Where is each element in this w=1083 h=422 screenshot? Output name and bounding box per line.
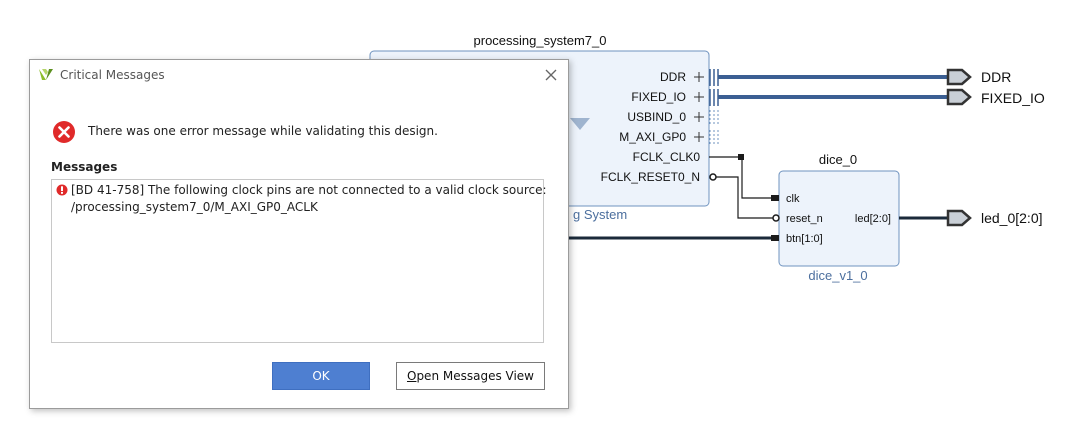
ps-block-title: processing_system7_0 xyxy=(474,33,607,48)
message-line-2: /processing_system7_0/M_AXI_GP0_ACLK xyxy=(71,200,318,214)
port-usbind-label: USBIND_0 xyxy=(627,110,686,124)
ok-button[interactable]: OK xyxy=(272,362,370,390)
bus-plus-markers xyxy=(694,72,704,142)
unconnected-bus-stubs xyxy=(709,110,719,146)
ps-block-subtitle: g System xyxy=(573,207,627,222)
dialog-titlebar[interactable]: Critical Messages xyxy=(30,60,568,90)
dice-reset-n-label: reset_n xyxy=(786,213,823,225)
dice-clk-label: clk xyxy=(786,193,800,205)
fixed-io-port-label: FIXED_IO xyxy=(981,90,1045,106)
btn-pin xyxy=(771,235,779,241)
error-summary-text: There was one error message while valida… xyxy=(88,124,438,138)
open-label-mnemonic: O xyxy=(406,369,417,383)
clk-wire-junction xyxy=(738,154,744,160)
reset-inverter-bubble xyxy=(709,173,717,181)
port-fclk-reset0-n-label: FCLK_RESET0_N xyxy=(601,170,700,184)
message-line-1: [BD 41-758] The following clock pins are… xyxy=(71,183,547,197)
ps-logo-fragment xyxy=(570,118,590,130)
vivado-logo-icon xyxy=(39,69,53,80)
reset-n-pin xyxy=(772,214,780,222)
critical-messages-dialog[interactable]: Critical Messages There was one error me… xyxy=(29,59,569,409)
messages-list[interactable]: [BD 41-758] The following clock pins are… xyxy=(51,179,547,343)
port-fixed-io-label: FIXED_IO xyxy=(631,90,686,104)
dice-block-title: dice_0 xyxy=(819,152,857,167)
clk-pin xyxy=(771,195,779,201)
port-m-axi-gp0-label: M_AXI_GP0 xyxy=(619,130,686,144)
reset-wire[interactable] xyxy=(716,176,774,219)
led-port-label: led_0[2:0] xyxy=(981,210,1043,226)
led-port-icon[interactable] xyxy=(946,209,972,227)
open-label-rest: pen Messages View xyxy=(416,369,534,383)
messages-heading: Messages xyxy=(51,160,118,174)
port-fclk-clk0-label: FCLK_CLK0 xyxy=(633,150,701,164)
error-bang-icon xyxy=(56,184,68,196)
ddr-port-icon[interactable] xyxy=(946,68,972,86)
fixed-io-port-icon[interactable] xyxy=(946,88,972,106)
dice-led-label: led[2:0] xyxy=(855,213,891,225)
bus-connectors xyxy=(709,69,719,106)
dialog-title: Critical Messages xyxy=(60,68,165,82)
clk-wire[interactable] xyxy=(709,156,779,199)
close-icon[interactable] xyxy=(542,66,560,84)
error-icon xyxy=(53,121,75,143)
port-ddr-label: DDR xyxy=(660,70,686,84)
dice-btn-label: btn[1:0] xyxy=(786,233,823,245)
ddr-port-label: DDR xyxy=(981,69,1011,85)
dice-block-subtitle: dice_v1_0 xyxy=(808,268,867,283)
